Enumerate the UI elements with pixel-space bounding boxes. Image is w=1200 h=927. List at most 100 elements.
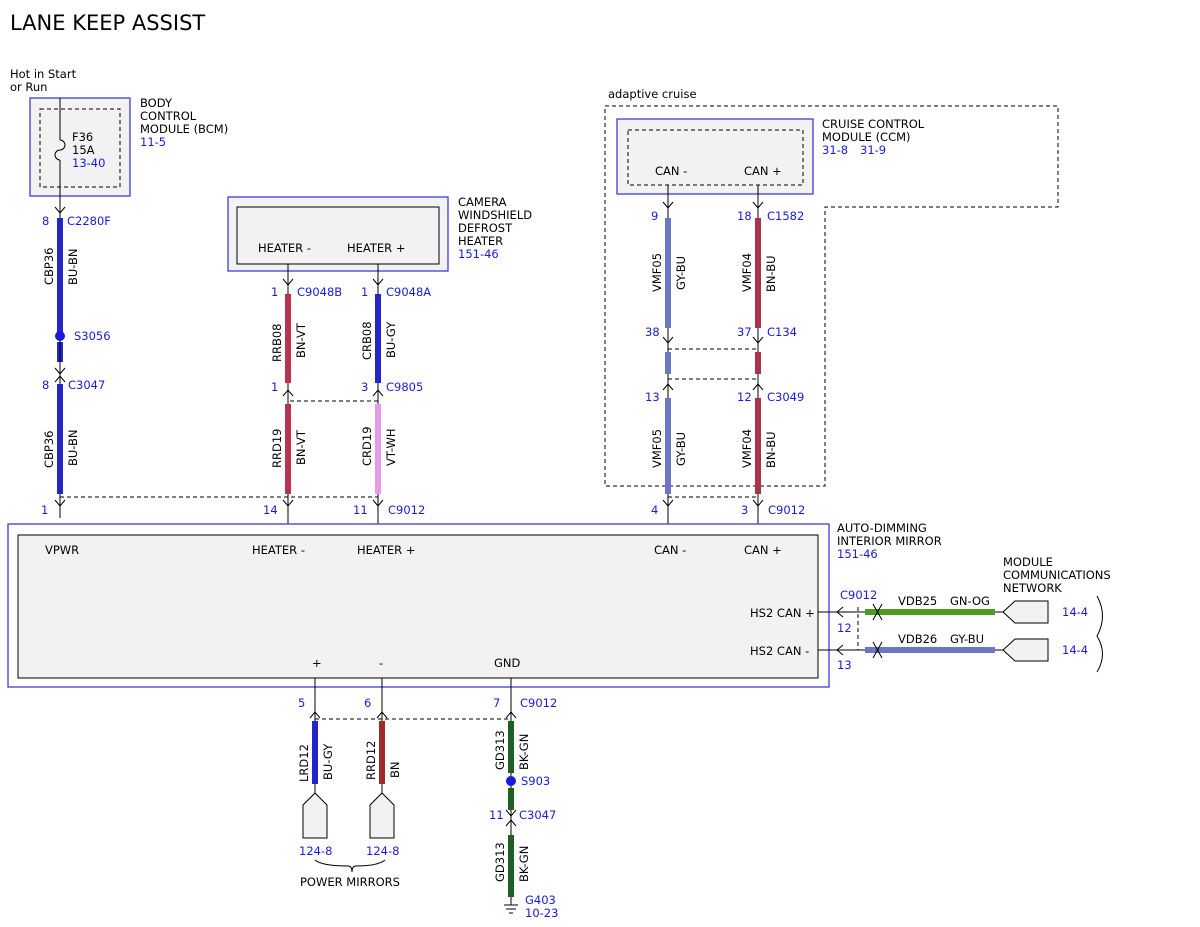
connector-pin: 1 [271,380,278,394]
connector-label: C9012 [840,588,877,602]
module-ref: 151-46 [458,247,499,261]
wire-crb08 [375,294,381,383]
connector-pin: 1 [361,285,368,299]
wire-circuit-label: CRB08 [360,321,374,360]
connector-pin: 13 [645,390,660,404]
page-title: LANE KEEP ASSIST [10,11,205,35]
pin-label: HS2 CAN - [750,644,809,658]
bracket-icon [1096,595,1103,673]
power-mirrors-label: POWER MIRRORS [300,875,400,889]
wire-color-label: BU-BN [66,429,80,466]
wire-vmf04-lower [755,398,761,494]
wire-circuit-label: RRB08 [270,323,284,362]
wire-vmf05-lower [665,398,671,494]
module-name: CAMERA [458,195,507,209]
wire-circuit-label: CRD19 [360,426,374,466]
splice-label: S903 [521,774,550,788]
wire-circuit-label: VDB26 [898,632,937,646]
wire-color-label: GY-BU [674,432,688,466]
wire-lrd12 [312,721,318,784]
wire-vmf05-upper [665,218,671,328]
connector-pin: 1 [41,503,48,517]
bcm-name-line3: MODULE (BCM) [140,122,228,136]
connector-pin: 9 [651,209,658,223]
wire-vmf04-upper [755,218,761,328]
wire-color-label: BK-GN [517,846,531,882]
wire-gd313-lower [508,835,514,897]
twisted-pair-icon [872,603,883,621]
connector-pin: 14 [263,503,278,517]
connector-label: C3049 [767,390,804,404]
pin-label: GND [494,656,521,670]
power-mirrors-ref: 124-8 [366,844,399,858]
bracket-icon [314,859,386,873]
wire-circuit-label: GD313 [493,842,507,882]
bcm-inner-box [39,108,121,188]
bcm-ref: 11-5 [140,135,166,149]
ground-label: G403 [525,893,556,907]
wire-circuit-label: CBP36 [42,248,56,286]
camera-heater-box [227,196,449,272]
ccm-box [616,118,814,195]
bcm-box [29,97,131,197]
bcm-name-line2: CONTROL [140,109,197,123]
network-name: NETWORK [1003,581,1062,595]
bcm-name-line1: BODY [140,96,173,110]
pin-label: HEATER - [258,241,311,255]
wire-vdb25 [865,609,995,615]
module-name: HEATER [458,234,503,248]
wire-color-label: VT-WH [384,428,398,466]
splice-label: S3056 [74,329,111,343]
pin-label: CAN - [654,543,686,557]
wire-crd19 [375,404,381,494]
connector-pin: 8 [42,378,49,392]
power-mirrors-ref: 124-8 [299,844,332,858]
connector-pin: 12 [837,621,852,635]
connector-pin: 38 [645,325,660,339]
network-connector-icon [1002,638,1049,662]
splice-dot [506,776,516,786]
module-ref: 151-46 [837,547,878,561]
pin-label: CAN + [744,543,782,557]
connector-pin: 4 [651,503,658,517]
pin-label: HEATER - [252,543,305,557]
connector-label: C9048B [297,285,342,299]
connector-label: C3047 [68,378,105,392]
module-ref: 31-8 [822,143,848,157]
pin-label: HEATER + [347,241,405,255]
wire-color-label: GY-BU [950,632,984,646]
wire-circuit-label: VDB25 [898,594,937,608]
wire-color-label: BU-GY [321,743,335,780]
pin-label: CAN + [744,164,782,178]
module-name: WINDSHIELD [458,208,532,222]
pin-label: VPWR [45,543,79,557]
fuse-ref: 13-40 [72,156,105,170]
wire-rrd19 [285,404,291,494]
module-ref: 31-9 [860,143,886,157]
wire-circuit-label: VMF05 [650,253,664,292]
wire-color-label: GY-BU [674,256,688,290]
connector-pin: 5 [298,696,305,710]
ground-ref: 10-23 [525,906,558,920]
network-name: MODULE [1003,555,1053,569]
fuse-icon [54,139,66,161]
option-label: adaptive cruise [608,87,697,101]
connector-pin: 7 [493,696,500,710]
connector-pin: 18 [737,209,752,223]
wire-color-label: BU-BN [66,248,80,285]
connector-label: C9805 [386,380,423,394]
pin-label: - [379,656,383,670]
wire-circuit-label: LRD12 [297,744,311,782]
wire-rrd12 [379,721,385,784]
connector-label: C9012 [388,503,425,517]
wire-circuit-label: RRD19 [270,429,284,468]
wire-circuit-label: VMF04 [740,429,754,468]
wire-color-label: BN-VT [294,322,308,358]
module-name: AUTO-DIMMING [837,521,927,535]
connector-label: C1582 [767,209,804,223]
splice-dot [55,331,65,341]
connector-pin: 11 [353,503,368,517]
power-source-label-line2: or Run [10,80,47,94]
connector-pin: 11 [489,808,504,822]
